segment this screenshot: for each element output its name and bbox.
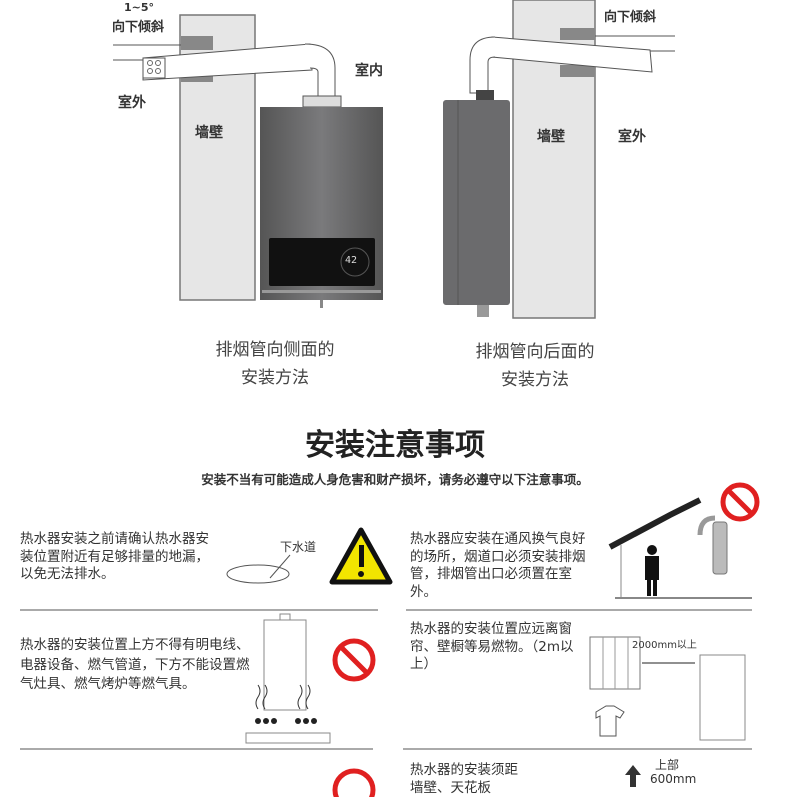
heater-display: 42	[345, 255, 358, 266]
prohibited-icon	[332, 768, 376, 797]
section-subtitle: 安装不当有可能造成人身危害和财产损坏，请务必遵守以下注意事项。	[201, 472, 589, 487]
warning-icon	[329, 527, 393, 585]
drain-label: 下水道	[280, 540, 317, 554]
divider	[20, 748, 373, 750]
side-install-illustration	[113, 0, 675, 319]
back-caption: 排烟管向后面的 安装方法	[450, 338, 620, 394]
arrow-up-icon	[625, 765, 641, 787]
floor-drain-icon	[226, 564, 290, 584]
prohibited-icon	[720, 482, 760, 522]
top-label: 上部	[655, 758, 680, 772]
distance-label: 2000mm以上	[632, 640, 697, 651]
side-caption-line2: 安装方法	[241, 368, 309, 388]
outdoor-label: 室外	[118, 95, 146, 111]
top-distance-label: 600mm	[650, 772, 697, 786]
tilt-label: 向下倾斜	[112, 20, 165, 35]
prohibited-icon	[332, 638, 376, 682]
divider	[406, 609, 752, 611]
heater-above-stove-icon	[245, 613, 331, 744]
divider	[20, 609, 378, 611]
curtain-distance-icon	[589, 636, 746, 741]
note-above-below: 热水器的安装位置上方不得有明电线、电器设备、燃气管道，下方不能设置燃气灶具、燃气…	[20, 637, 250, 692]
note-flammables: 热水器的安装位置应远离窗帘、壁橱等易燃物。（2m以上）	[410, 621, 574, 672]
back-caption-line2: 安装方法	[501, 370, 569, 390]
indoor-label: 室内	[355, 63, 383, 79]
house-ventilation-icon	[608, 497, 752, 599]
outdoor-label: 室外	[618, 129, 646, 145]
tilt-label: 向下倾斜	[604, 10, 657, 25]
section-title: 安装注意事项	[305, 428, 485, 463]
angle-label: 1~5°	[124, 1, 155, 14]
wall-label: 墙壁	[537, 129, 565, 145]
divider	[403, 748, 752, 750]
wall-label: 墙壁	[195, 125, 223, 141]
back-caption-line1: 排烟管向后面的	[475, 342, 595, 362]
side-caption-line1: 排烟管向侧面的	[215, 340, 335, 360]
note-clearance: 热水器的安装须距墙壁、天花板	[410, 762, 518, 796]
note-ventilation: 热水器应安装在通风换气良好的场所，烟道口必须安装排烟管，排烟管出口必须置在室外。	[410, 531, 586, 600]
side-caption: 排烟管向侧面的 安装方法	[190, 336, 360, 392]
note-drain: 热水器安装之前请确认热水器安装位置附近有足够排量的地漏，以免无法排水。	[20, 531, 209, 582]
